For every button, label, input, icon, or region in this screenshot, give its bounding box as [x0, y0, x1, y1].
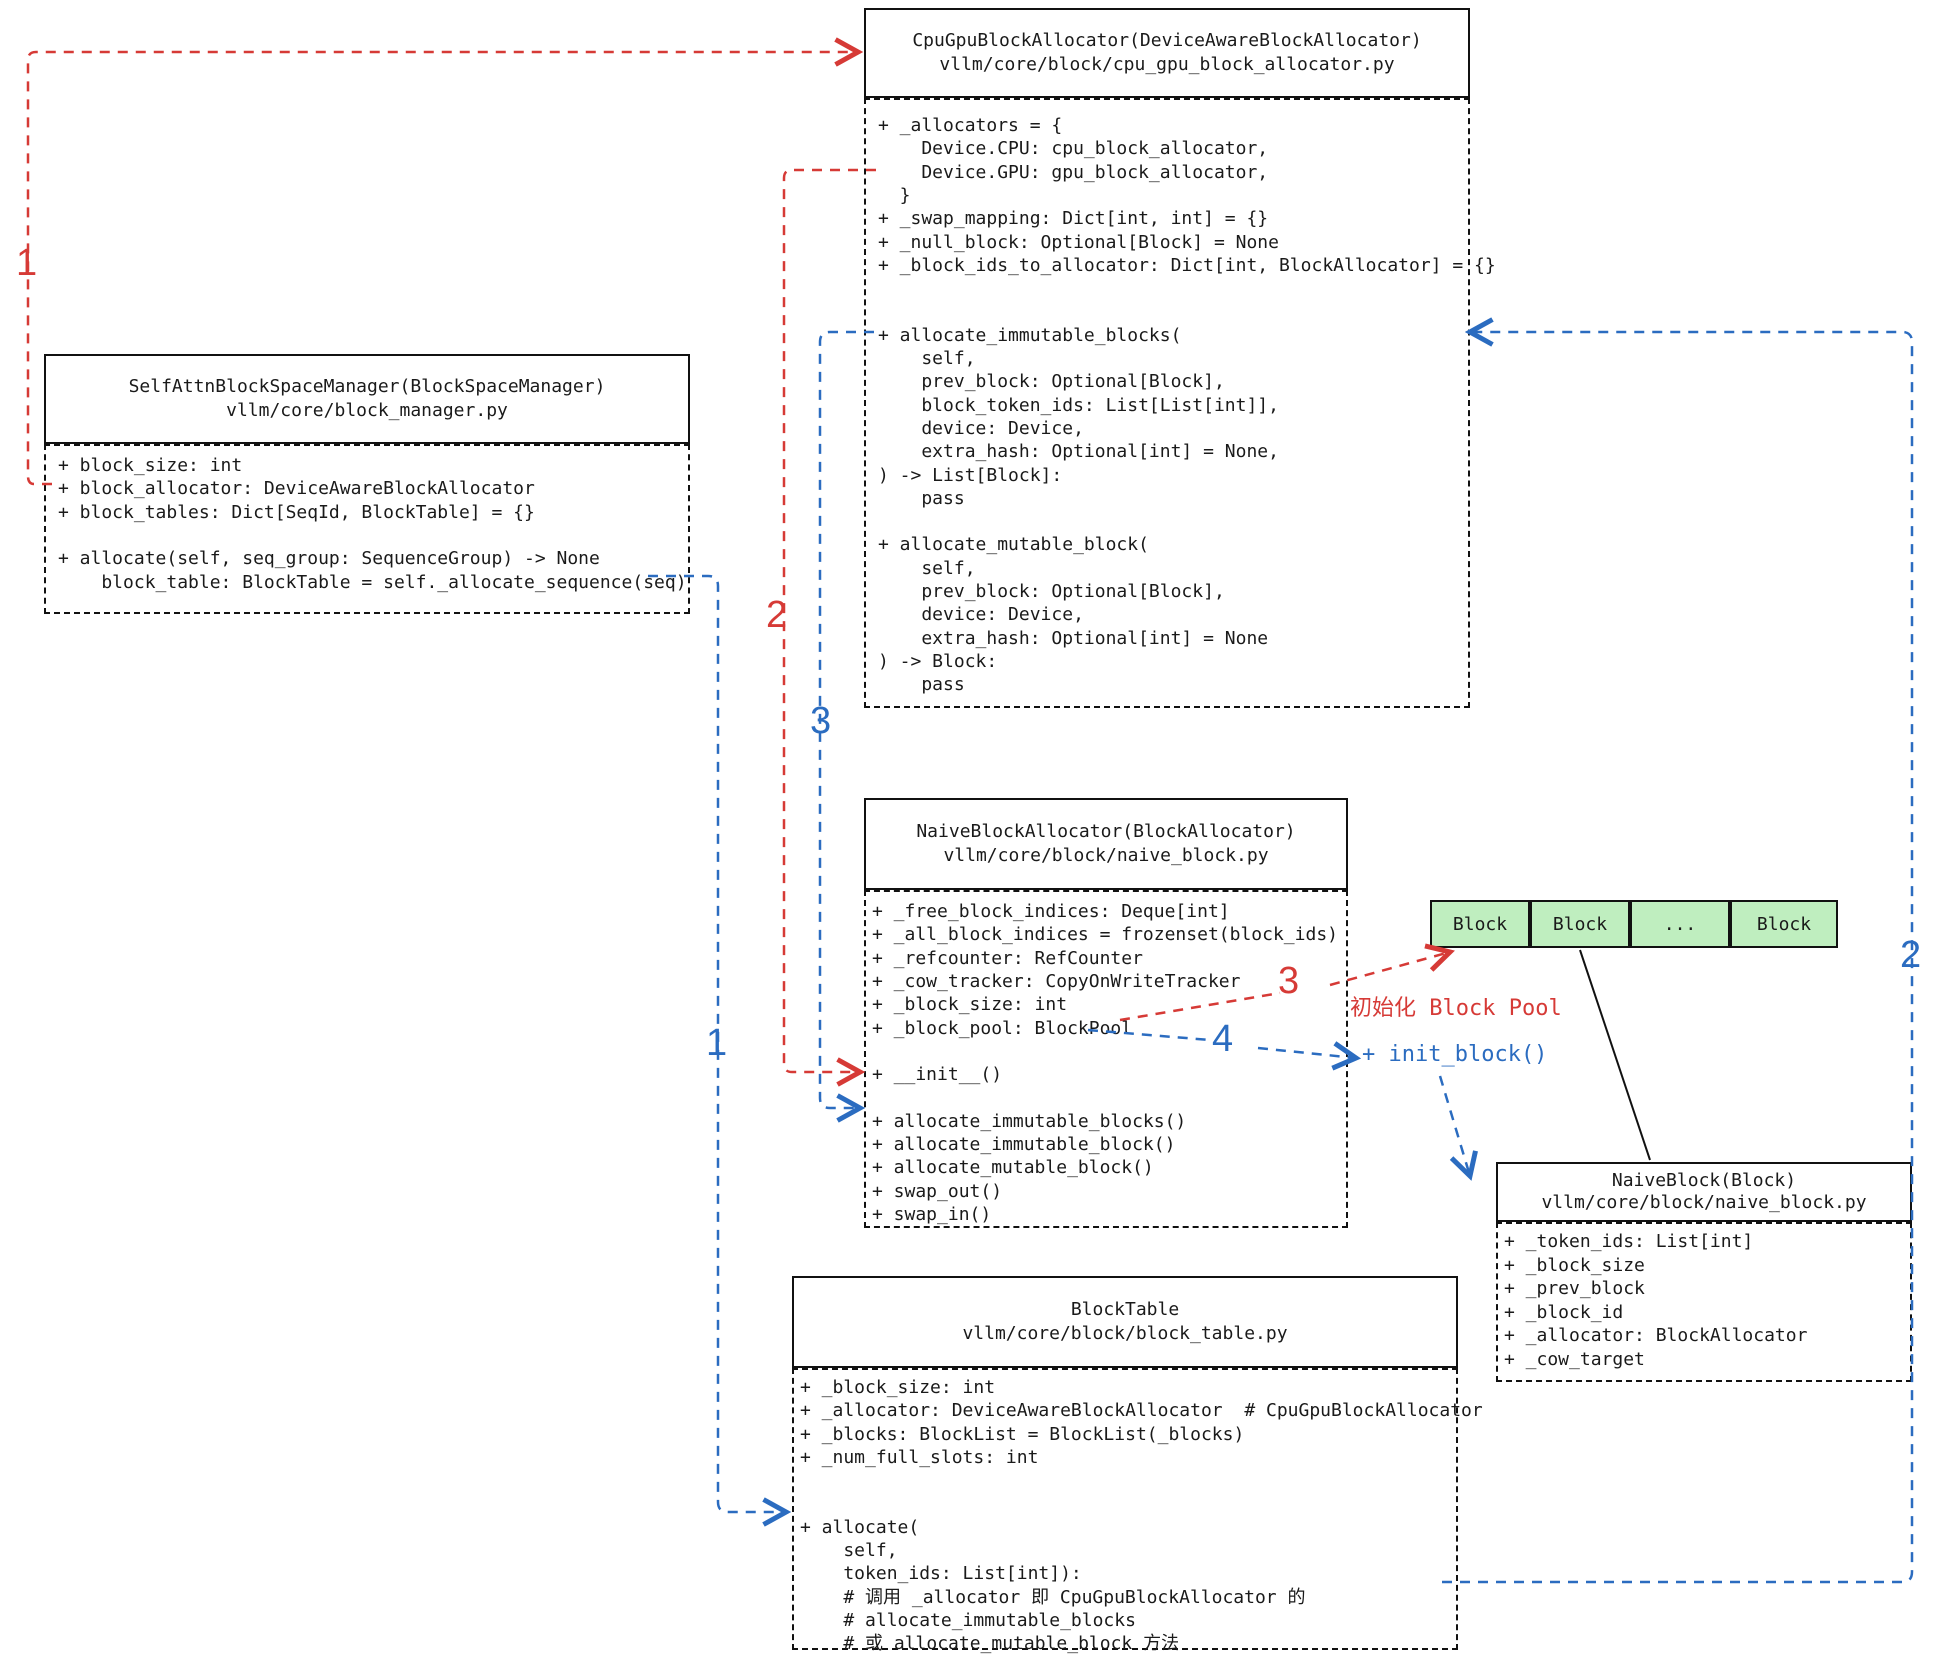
selfattn-line: + block_tables: Dict[SeqId, BlockTable] …	[58, 501, 535, 523]
cpugpu-line: + _swap_mapping: Dict[int, int] = {}	[878, 208, 1269, 230]
selfattn-line: + allocate(self, seq_group: SequenceGrou…	[58, 548, 600, 570]
pool-to-naiveblock-line	[1579, 949, 1651, 1161]
cpugpu-line: device: Device,	[878, 604, 1084, 626]
cpugpu-line: extra_hash: Optional[int] = None	[878, 627, 1269, 649]
init-block-pool-label: 初始化 Block Pool	[1350, 996, 1562, 1021]
block-table-line: + _block_size: int	[800, 1377, 996, 1398]
naive-alloc-line: + _free_block_indices: Deque[int]	[872, 901, 1230, 922]
cpugpu-line: ) -> List[Block]:	[878, 464, 1063, 486]
step-blue-1: 1	[706, 1022, 728, 1064]
init-block-label: + init_block()	[1362, 1042, 1548, 1067]
naive-block-line: + _allocator: BlockAllocator	[1504, 1325, 1808, 1346]
blue-arrow-4	[1087, 1028, 1356, 1058]
naive-alloc-title: NaiveBlockAllocator(BlockAllocator)	[916, 821, 1296, 842]
cpugpu-line: device: Device,	[878, 417, 1084, 439]
naive-alloc-line: + _all_block_indices = frozenset(block_i…	[872, 924, 1338, 946]
block-table-path: vllm/core/block/block_table.py	[962, 1323, 1288, 1344]
selfattn-path: vllm/core/block_manager.py	[226, 400, 508, 421]
naive-alloc-line: + allocate_immutable_blocks()	[872, 1110, 1187, 1132]
naive-block-line: + _token_ids: List[int]	[1504, 1231, 1754, 1252]
cpugpu-line: Device.CPU: cpu_block_allocator,	[878, 138, 1269, 160]
naive-alloc-line: + swap_out()	[872, 1180, 1003, 1202]
block-table-title: BlockTable	[1070, 1299, 1180, 1320]
block-table-line: # 调用 _allocator 即 CpuGpuBlockAllocator 的	[800, 1586, 1306, 1608]
blue-arrow-3	[818, 330, 874, 1108]
naive-alloc-line: + _block_pool: BlockPool	[872, 1017, 1133, 1039]
cpugpu-line: pass	[878, 674, 965, 696]
cpugpu-line: + _block_ids_to_allocator: Dict[int, Blo…	[878, 254, 1496, 276]
cpugpu-line: self,	[878, 348, 976, 369]
cpugpu-path: vllm/core/block/cpu_gpu_block_allocator.…	[939, 54, 1395, 75]
cpugpu-line: pass	[878, 487, 965, 509]
cpugpu-line: self,	[878, 557, 976, 579]
naive-block-line: + _block_id	[1504, 1301, 1624, 1323]
cpugpu-line: }	[878, 184, 911, 206]
naive-block-line: + _prev_block	[1504, 1278, 1645, 1299]
naive-alloc-header: NaiveBlockAllocator(BlockAllocator) vllm…	[864, 798, 1348, 890]
naive-alloc-line: + allocate_mutable_block()	[872, 1157, 1154, 1179]
cpugpu-line: extra_hash: Optional[int] = None,	[878, 441, 1279, 463]
block-table-body: + _block_size: int+ _allocator: DeviceAw…	[792, 1368, 1483, 1654]
pool-block-ellipsis: ...	[1630, 900, 1730, 948]
selfattn-body: + block_size: int+ block_allocator: Devi…	[44, 444, 690, 614]
cpugpu-line: + _allocators = {	[878, 115, 1063, 136]
step-red-1: 1	[16, 242, 38, 284]
selfattn-line: + block_allocator: DeviceAwareBlockAlloc…	[58, 478, 535, 500]
naive-alloc-line: + _refcounter: RefCounter	[872, 947, 1143, 969]
pool-block-4: Block	[1730, 900, 1838, 948]
blue-arrow-2	[1442, 332, 1914, 1584]
naive-block-header: NaiveBlock(Block) vllm/core/block/naive_…	[1496, 1162, 1912, 1222]
naive-block-line: + _cow_target	[1504, 1348, 1645, 1370]
cpugpu-title: CpuGpuBlockAllocator(DeviceAwareBlockAll…	[912, 30, 1422, 51]
step-blue-4: 4	[1212, 1018, 1234, 1060]
selfattn-line: block_table: BlockTable = self._allocate…	[58, 571, 687, 593]
block-table-line: + allocate(	[800, 1516, 920, 1538]
red-arrow-2	[782, 168, 876, 1072]
cpugpu-line: block_token_ids: List[List[int]],	[878, 394, 1279, 416]
naive-block-path: vllm/core/block/naive_block.py	[1541, 1192, 1867, 1213]
naive-alloc-line: + __init__()	[872, 1064, 1003, 1086]
cpugpu-line: Device.GPU: gpu_block_allocator,	[878, 161, 1269, 183]
red-arrow-1	[26, 52, 858, 486]
red-arrow-3	[1119, 952, 1450, 1022]
naive-alloc-line: + swap_in()	[872, 1203, 992, 1225]
naive-block-line: + _block_size	[1504, 1254, 1645, 1276]
cpugpu-line: + allocate_mutable_block(	[878, 534, 1149, 556]
cpugpu-body: + _allocators = { Device.CPU: cpu_block_…	[864, 98, 1496, 708]
naive-block-title: NaiveBlock(Block)	[1611, 1170, 1797, 1191]
blue-arrow-init-block	[1438, 1075, 1470, 1176]
block-table-header: BlockTable vllm/core/block/block_table.p…	[792, 1276, 1458, 1368]
cpugpu-line: + allocate_immutable_blocks(	[878, 324, 1182, 346]
cpugpu-line: ) -> Block:	[878, 650, 998, 672]
naive-alloc-body: + _free_block_indices: Deque[int]+ _all_…	[864, 890, 1348, 1228]
block-table-line: + _blocks: BlockList = BlockList(_blocks…	[800, 1423, 1245, 1445]
naive-block-body: + _token_ids: List[int]+ _block_size+ _p…	[1496, 1222, 1912, 1382]
cpugpu-line: prev_block: Optional[Block],	[878, 371, 1225, 393]
block-table-line: token_ids: List[int]):	[800, 1563, 1082, 1585]
block-table-line: # 或 allocate_mutable_block 方法	[800, 1633, 1180, 1655]
pool-block-2: Block	[1530, 900, 1630, 948]
block-table-line: + _allocator: DeviceAwareBlockAllocator …	[800, 1400, 1483, 1422]
selfattn-title: SelfAttnBlockSpaceManager(BlockSpaceMana…	[128, 376, 606, 397]
naive-alloc-path: vllm/core/block/naive_block.py	[943, 845, 1269, 866]
naive-alloc-line: + allocate_immutable_block()	[872, 1134, 1176, 1155]
selfattn-header: SelfAttnBlockSpaceManager(BlockSpaceMana…	[44, 354, 690, 444]
cpugpu-header: CpuGpuBlockAllocator(DeviceAwareBlockAll…	[864, 8, 1470, 98]
step-blue-2: 2	[1900, 934, 1922, 976]
naive-alloc-line: + _cow_tracker: CopyOnWriteTracker	[872, 970, 1241, 992]
block-table-line: + _num_full_slots: int	[800, 1446, 1039, 1468]
cpugpu-line: + _null_block: Optional[Block] = None	[878, 231, 1279, 253]
naive-alloc-line: + _block_size: int	[872, 994, 1068, 1016]
step-blue-3: 3	[810, 700, 832, 742]
block-table-line: # allocate_immutable_blocks	[800, 1610, 1136, 1631]
step-red-2: 2	[766, 594, 788, 636]
selfattn-line: + block_size: int	[58, 455, 243, 476]
step-red-3: 3	[1278, 960, 1300, 1002]
cpugpu-line: prev_block: Optional[Block],	[878, 581, 1225, 602]
block-table-line: self,	[800, 1540, 898, 1562]
